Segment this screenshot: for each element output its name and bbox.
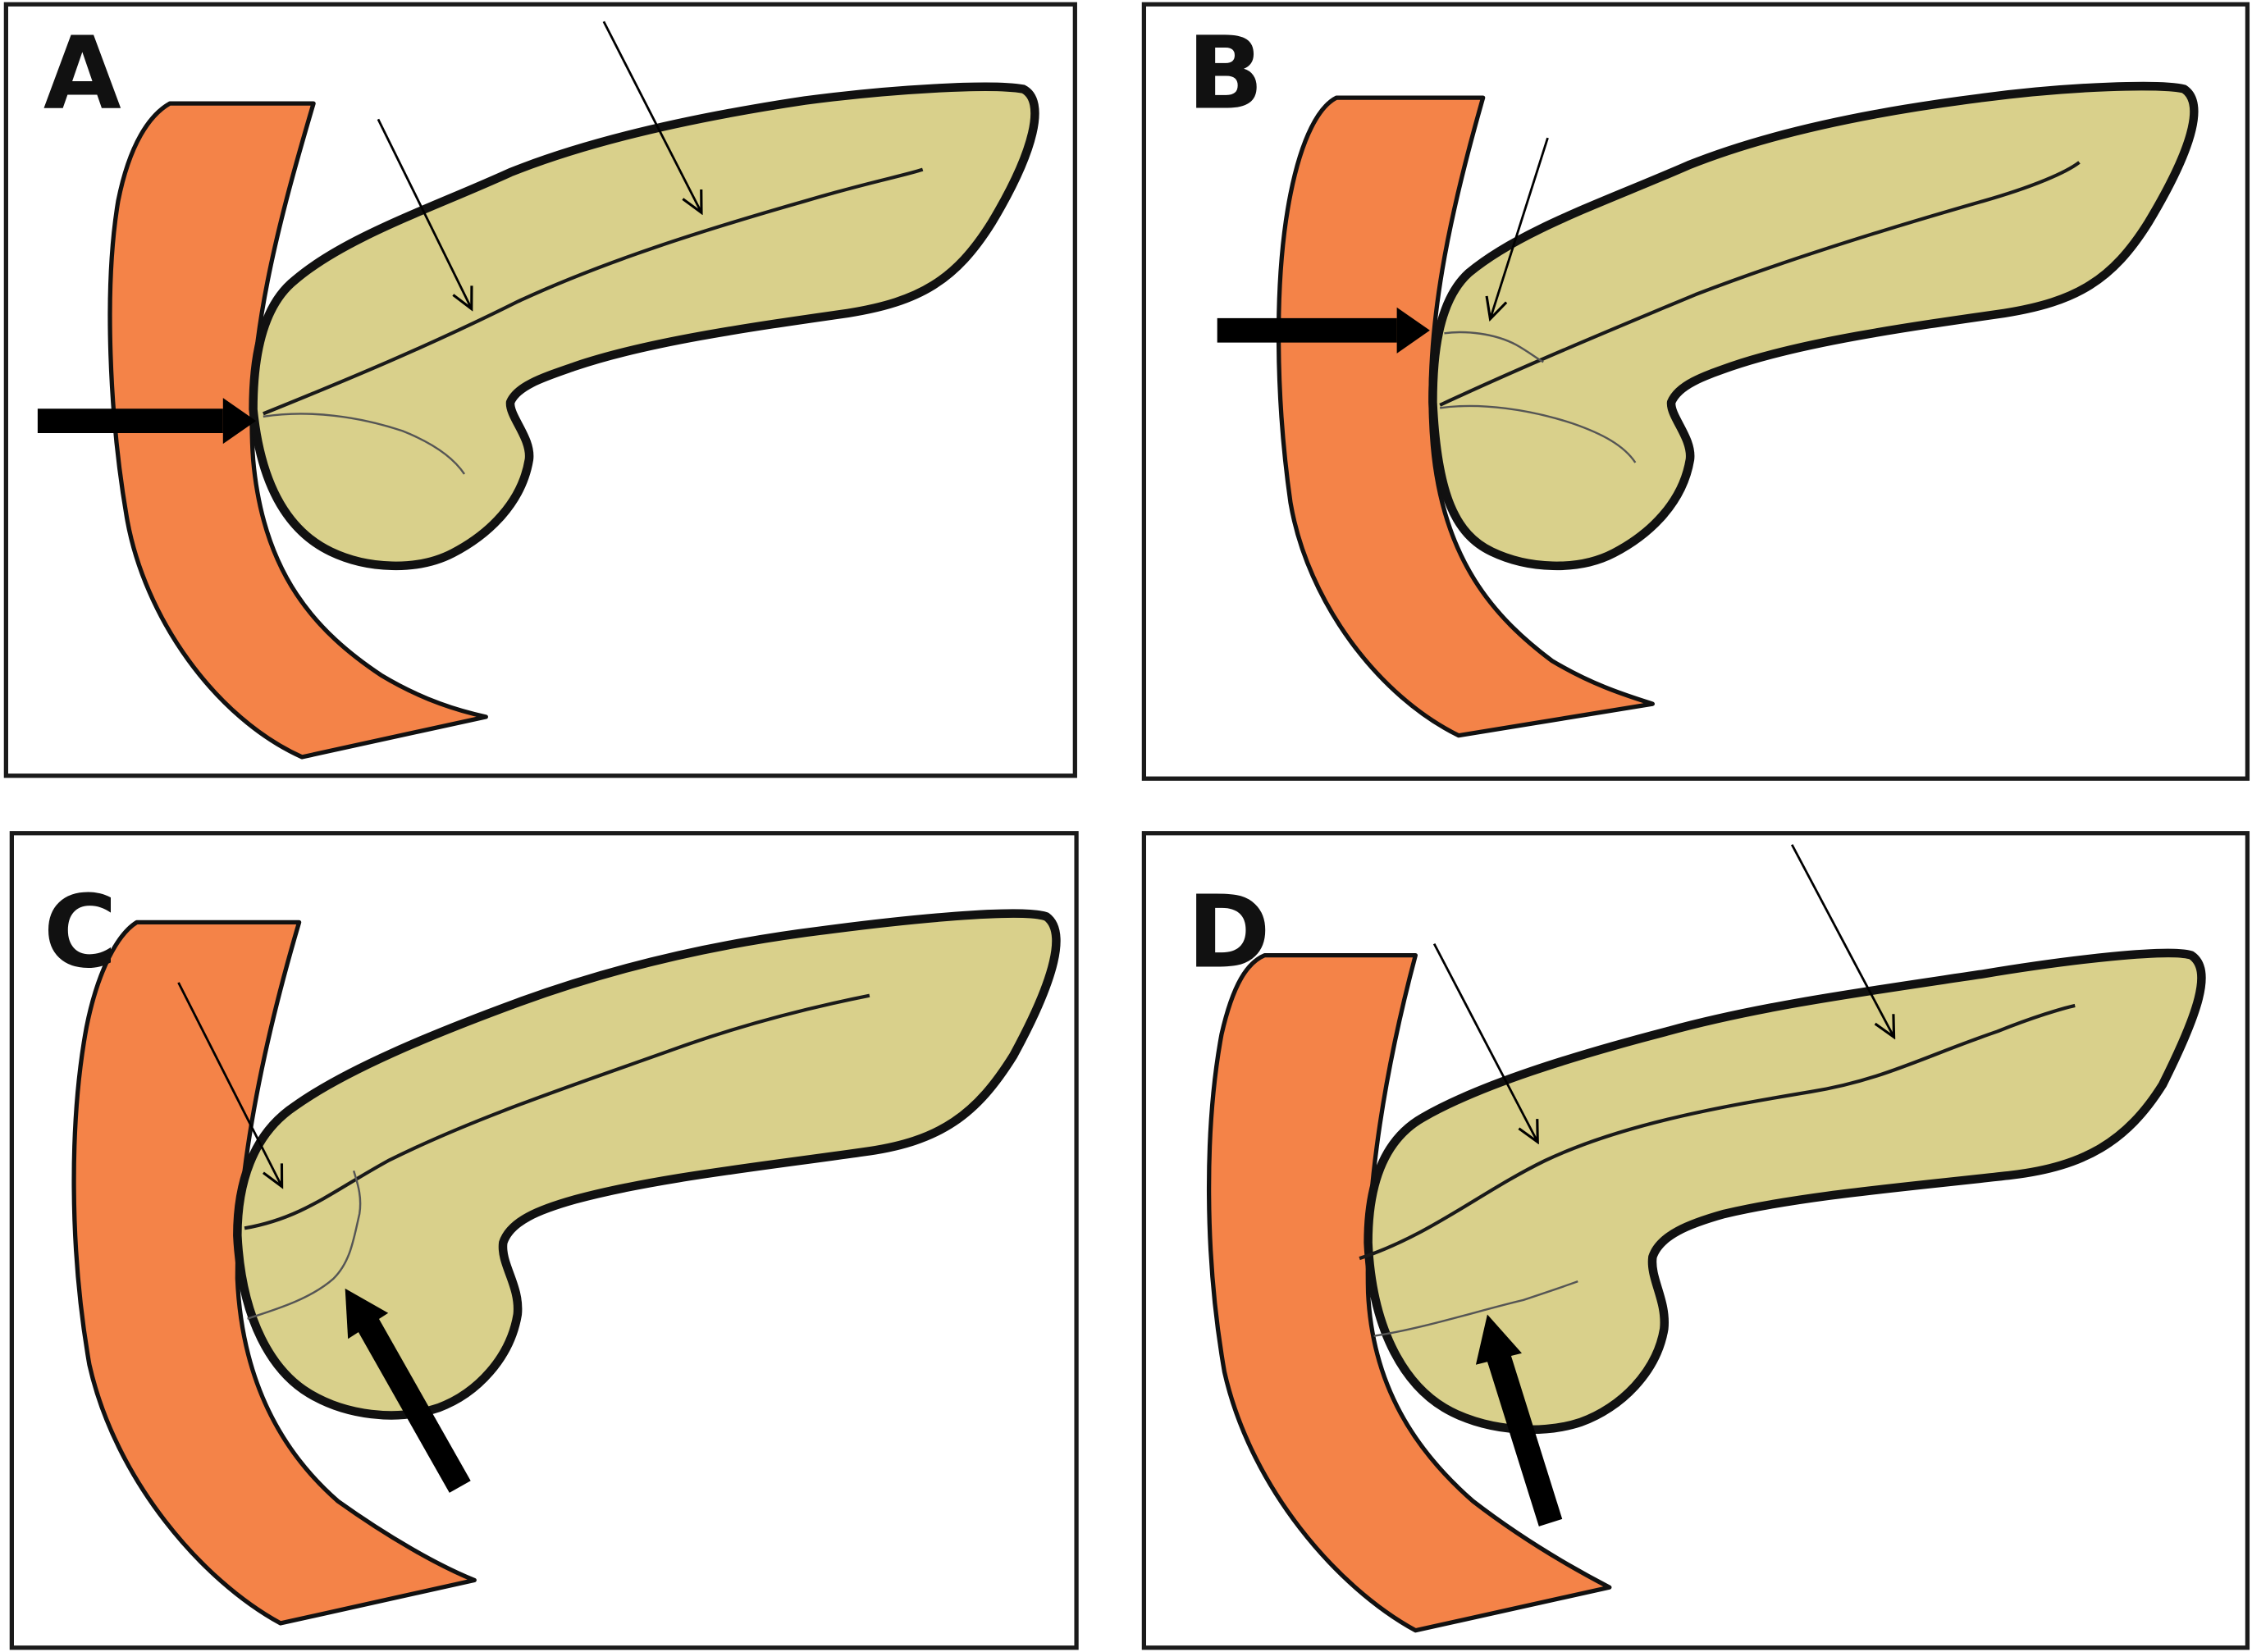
panel-d-label: D [1187, 874, 1271, 991]
panel-d-pointer-1 [1432, 942, 1537, 1143]
panel-a-pancreas [249, 82, 1039, 571]
panel-a: A [3, 2, 1077, 778]
panel-d-pointer-2 [1790, 844, 1893, 1038]
panel-b-frame [1141, 2, 2250, 781]
panel-c-frame [9, 831, 1079, 1650]
panel-b-accessory-duct-lower [1439, 404, 1637, 463]
panel-d-frame [1141, 831, 2250, 1650]
panel-a-pointer-1 [377, 118, 472, 308]
panel-a-label: A [43, 14, 121, 131]
panel-a-frame [3, 2, 1077, 778]
panel-c-pointer [177, 982, 282, 1187]
panel-b-pancreas [1428, 81, 2199, 571]
panel-d-main-duct [1359, 1003, 2076, 1261]
panel-c: C [9, 831, 1079, 1650]
panel-d: D [1141, 831, 2250, 1650]
panel-d-pancreas [1364, 948, 2206, 1435]
panel-c-santorini-duct [247, 1170, 362, 1320]
panel-a-papilla-arrow [37, 398, 257, 445]
panel-c-thick-arrow [345, 1288, 471, 1493]
panel-c-main-duct [244, 993, 870, 1230]
panel-b-label: B [1187, 14, 1263, 131]
panel-d-accessory-duct [1373, 1280, 1578, 1337]
panel-a-accessory-duct [263, 413, 466, 475]
panel-c-label: C [43, 874, 117, 991]
panel-a-pointer-2 [602, 21, 701, 212]
panel-b: B [1141, 2, 2250, 781]
panel-d-thick-arrow [1475, 1314, 1563, 1527]
panel-b-pointer [1490, 137, 1549, 319]
panel-b-main-duct [1439, 161, 2081, 407]
panel-b-papilla-arrow [1217, 307, 1430, 354]
panel-a-main-duct [263, 167, 924, 416]
panel-c-pancreas [233, 909, 1061, 1420]
panel-b-accessory-duct-upper [1444, 331, 1544, 363]
